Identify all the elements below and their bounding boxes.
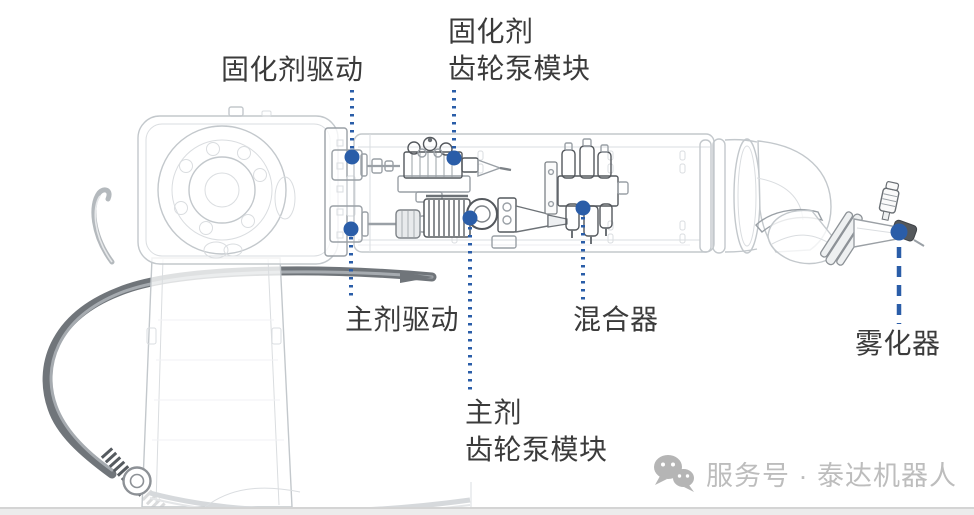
- mixer-unit: [544, 138, 629, 244]
- robot-column: [122, 257, 472, 515]
- arm-frame: [353, 133, 761, 254]
- callout-layer: [343, 90, 908, 394]
- label-main-agent-gear-pump-module: 主剂 齿轮泵模块: [465, 397, 608, 465]
- label-main-agent-drive: 主剂驱动: [345, 304, 460, 335]
- label-curing-agent-gear-pump-module: 固化剂 齿轮泵模块: [448, 16, 591, 84]
- robot-body: [91, 106, 356, 265]
- watermark: 服务号 · 泰达机器人: [652, 453, 957, 493]
- main-pump-module: [423, 194, 568, 249]
- label-atomizer: 雾化器: [855, 328, 941, 359]
- callout-dot-main-drive: [343, 221, 359, 237]
- watermark-text: 服务号 · 泰达机器人: [706, 460, 957, 491]
- wechat-icon: [654, 455, 694, 492]
- bottom-divider: [0, 507, 974, 515]
- callout-dot-curing-drive: [344, 149, 360, 165]
- label-mixer: 混合器: [573, 304, 659, 335]
- label-curing-agent-drive: 固化剂驱动: [221, 54, 364, 85]
- drive-units: [329, 149, 429, 243]
- curing-pump-module: [397, 136, 512, 203]
- callout-dot-atomizer: [890, 223, 908, 241]
- callout-dot-main-pump: [462, 210, 478, 226]
- callout-dot-mixer: [575, 200, 591, 216]
- callout-dot-curing-pump: [446, 150, 462, 166]
